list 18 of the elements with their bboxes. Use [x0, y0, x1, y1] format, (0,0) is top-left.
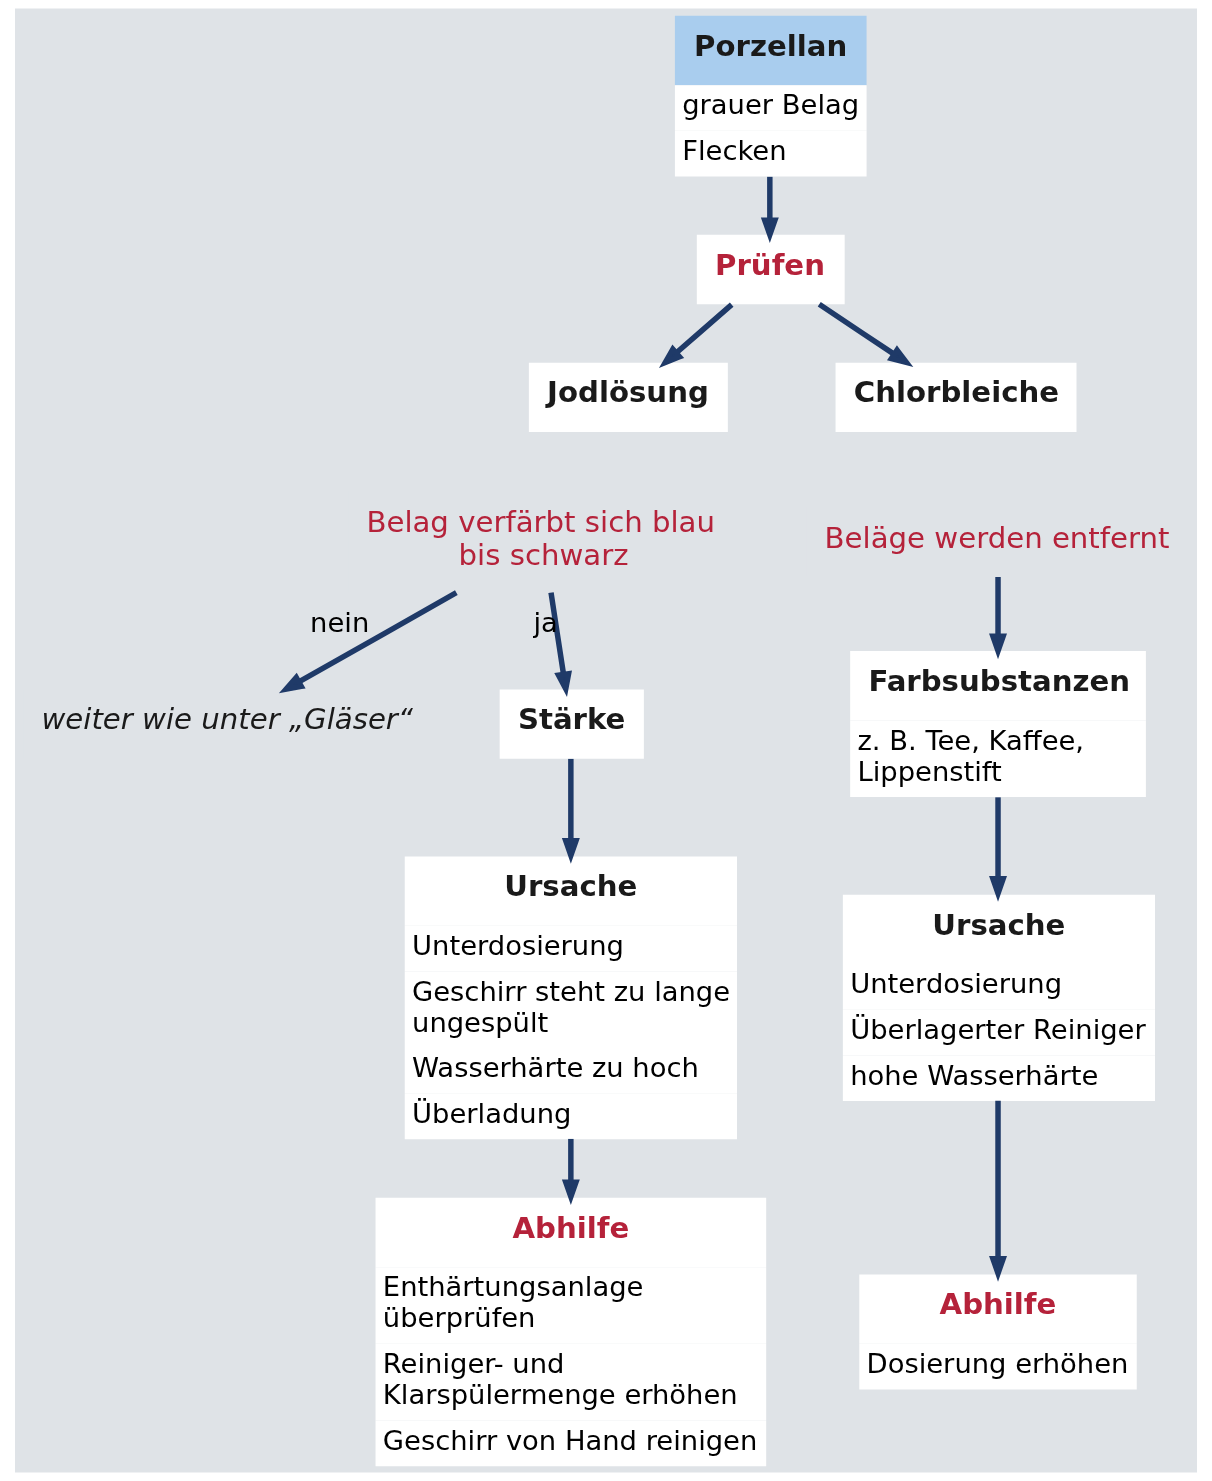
node-text: weiter wie unter „Gläser“ — [41, 702, 413, 737]
arrow — [989, 797, 1007, 902]
arrow — [989, 1100, 1007, 1282]
node-text: Beläge werden entfernt — [824, 521, 1170, 556]
node-text: Belag verfärbt sich blau bis schwarz — [366, 505, 715, 572]
node-box: Chlorbleiche — [835, 362, 1077, 432]
edge-label: nein — [310, 607, 370, 639]
node-box: Stärke — [499, 689, 644, 759]
arrow — [658, 302, 734, 368]
node-box: Prüfen — [696, 234, 845, 305]
arrow — [989, 577, 1007, 660]
arrow — [548, 592, 572, 698]
arrow — [817, 302, 914, 367]
node-box: Jodlösung — [528, 362, 728, 432]
arrow — [278, 590, 458, 694]
arrow — [561, 758, 580, 864]
arrow — [561, 1138, 580, 1206]
arrow — [760, 176, 779, 244]
